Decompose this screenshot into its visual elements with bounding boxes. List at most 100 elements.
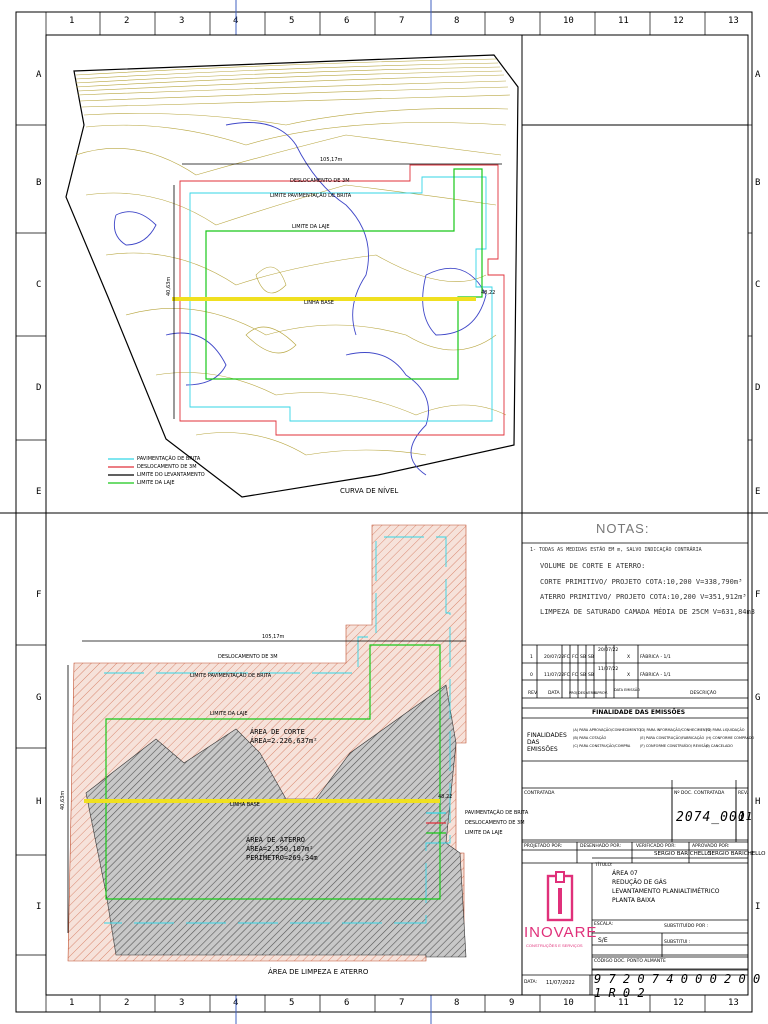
rev-label: REV.	[738, 791, 748, 796]
bottom-legend-3: LIMITE DA LAJE	[465, 830, 503, 836]
column-label-bottom-9: 9	[509, 998, 515, 1008]
date-value: 11/07/2022	[546, 980, 575, 986]
column-label-bottom-11: 11	[618, 998, 629, 1008]
row-label-left-F: F	[36, 590, 42, 600]
checked-label: VERIFICADO POR:	[636, 844, 676, 849]
cut-fill-plan	[67, 524, 467, 962]
contour-plan	[65, 54, 519, 498]
row-label-left-G: G	[36, 693, 42, 703]
cut-area-title: ÁREA DE CORTE	[250, 728, 305, 736]
column-label-bottom-5: 5	[289, 998, 295, 1008]
column-label-top-3: 3	[179, 16, 185, 26]
top-plan-title: CURVA DE NÍVEL	[340, 487, 399, 495]
doc-code: 9 7 2 0 7 4 0 0 0 2 0 0 1 R 0 2	[594, 972, 761, 1000]
column-label-bottom-13: 13	[728, 998, 739, 1008]
column-label-bottom-12: 12	[673, 998, 684, 1008]
row-label-right-B: B	[755, 178, 761, 188]
column-label-top-1: 1	[69, 16, 75, 26]
column-label-bottom-10: 10	[563, 998, 574, 1008]
bottom-label-offset: DESLOCAMENTO DE 3M	[218, 654, 278, 660]
cut-area-value: ÁREA=2.226,637m²	[250, 737, 318, 745]
bottom-legend-2: DESLOCAMENTO DE 3M	[465, 820, 525, 826]
column-label-bottom-2: 2	[124, 998, 130, 1008]
row-label-left-A: A	[36, 70, 42, 80]
row-label-right-A: A	[755, 70, 761, 80]
notes-title: NOTAS:	[596, 521, 650, 536]
bottom-legend-1: PAVIMENTAÇÃO DE BRITA	[465, 810, 529, 816]
top-label-slab: LIMITE DA LAJE	[292, 224, 330, 230]
notes-panel-lines	[522, 542, 748, 995]
column-label-top-12: 12	[673, 16, 684, 26]
fill-perimeter: PERÍMETRO=269,34m	[246, 854, 318, 862]
title-block-lines	[522, 780, 748, 971]
note-clean: LIMPEZA DE SATURADO CAMADA MÉDIA DE 25CM…	[540, 608, 755, 616]
column-label-top-7: 7	[399, 16, 405, 26]
row-label-left-C: C	[36, 280, 42, 290]
inovare-name: INOVARE	[524, 924, 598, 941]
row-label-right-D: D	[755, 383, 761, 393]
approved-label: APROVADO POR:	[692, 844, 730, 849]
emissions-label: FINALIDADES DAS EMISSÕES	[527, 732, 567, 753]
bottom-plan-title: ÁREA DE LIMPEZA E ATERRO	[268, 968, 369, 976]
column-label-bottom-7: 7	[399, 998, 405, 1008]
contract-rev: 01	[738, 810, 754, 823]
top-legend-4: LIMITE DA LAJE	[137, 480, 175, 486]
inovare-mark-icon	[546, 871, 574, 922]
bottom-label-paving: LIMITE PAVIMENTAÇÃO DE BRITA	[190, 673, 272, 679]
top-legend-2: DESLOCAMENTO DE 3M	[137, 464, 197, 470]
inovare-sub: CONSTRUÇÕES E SERVIÇOS	[526, 943, 583, 948]
column-label-top-9: 9	[509, 16, 515, 26]
bottom-dim-height: 40,63m	[60, 790, 66, 810]
top-legend-1: PAVIMENTAÇÃO DE BRITA	[137, 456, 201, 462]
column-label-bottom-1: 1	[69, 998, 75, 1008]
column-label-top-2: 2	[124, 16, 130, 26]
row-label-left-D: D	[36, 383, 42, 393]
emissions-title: FINALIDADE DAS EMISSÕES	[592, 709, 686, 716]
row-label-right-I: I	[755, 902, 761, 912]
approved-value: SERGIO BARICHELLO	[708, 851, 766, 857]
note-1: 1- TODAS AS MEDIDAS ESTÃO EM m, SALVO IN…	[530, 547, 702, 553]
fill-area-label: ÁREA DE ATERRO ÁREA=2.550,107m² PERÍMETR…	[246, 836, 318, 863]
contract-label: Nº DOC. CONTRATADA	[674, 791, 725, 796]
note-cut: CORTE PRIMITIVO/ PROJETO COTA:10,200 V=3…	[540, 578, 743, 586]
column-label-top-13: 13	[728, 16, 739, 26]
row-label-right-E: E	[755, 487, 761, 497]
top-dim-width: 105,17m	[320, 157, 343, 163]
replaces-label: SUBSTITUI :	[664, 940, 691, 945]
title-line-3: LEVANTAMENTO PLANIALTIMÉTRICO	[612, 888, 720, 895]
column-label-bottom-8: 8	[454, 998, 460, 1008]
drawn-label: DESENHADO POR:	[580, 844, 622, 849]
title-line-1: ÁREA 07	[612, 870, 638, 877]
fill-area-value: ÁREA=2.550,107m²	[246, 845, 314, 853]
volume-title: VOLUME DE CORTE E ATERRO:	[540, 562, 646, 570]
bottom-label-baseline: LINHA BASE	[230, 802, 260, 808]
row-label-right-H: H	[755, 797, 761, 807]
column-label-top-8: 8	[454, 16, 460, 26]
column-label-bottom-6: 6	[344, 998, 350, 1008]
orig-code-label: CÓDIGO DOC. PONTO ALMANTE	[594, 959, 666, 964]
title-line-4: PLANTA BAIXA	[612, 897, 656, 904]
title-line-2: REDUÇÃO DE GÁS	[612, 879, 667, 886]
replaced-label: SUBSTITUÍDO POR :	[664, 924, 709, 929]
bottom-dim-width: 105,17m	[262, 634, 285, 640]
row-label-left-E: E	[36, 487, 42, 497]
scale-label: ESCALA:	[594, 922, 614, 927]
top-label-offset: DESLOCAMENTO DE 3M	[290, 178, 350, 184]
top-dim-height: 40,63m	[166, 276, 172, 296]
title-label: TÍTULO:	[595, 863, 613, 868]
cut-area-label: ÁREA DE CORTE ÁREA=2.226,637m²	[250, 728, 317, 746]
note-fill: ATERRO PRIMITIVO/ PROJETO COTA:10,200 V=…	[540, 593, 747, 601]
row-label-right-C: C	[755, 280, 761, 290]
contract-number: 2074_001	[676, 810, 747, 825]
top-label-paving: LIMITE PAVIMENTAÇÃO DE BRITA	[270, 193, 352, 199]
top-label-right-dim: 48,22	[481, 290, 496, 296]
bottom-label-right-dim: 48,22	[438, 794, 453, 800]
fill-area-title: ÁREA DE ATERRO	[246, 836, 306, 844]
bottom-label-slab: LIMITE DA LAJE	[210, 711, 248, 717]
date-label: DATA:	[524, 980, 538, 985]
top-legend-3: LIMITE DO LEVANTAMENTO	[137, 472, 205, 478]
row-label-right-F: F	[755, 590, 761, 600]
column-label-bottom-3: 3	[179, 998, 185, 1008]
row-label-left-B: B	[36, 178, 42, 188]
column-label-top-11: 11	[618, 16, 629, 26]
